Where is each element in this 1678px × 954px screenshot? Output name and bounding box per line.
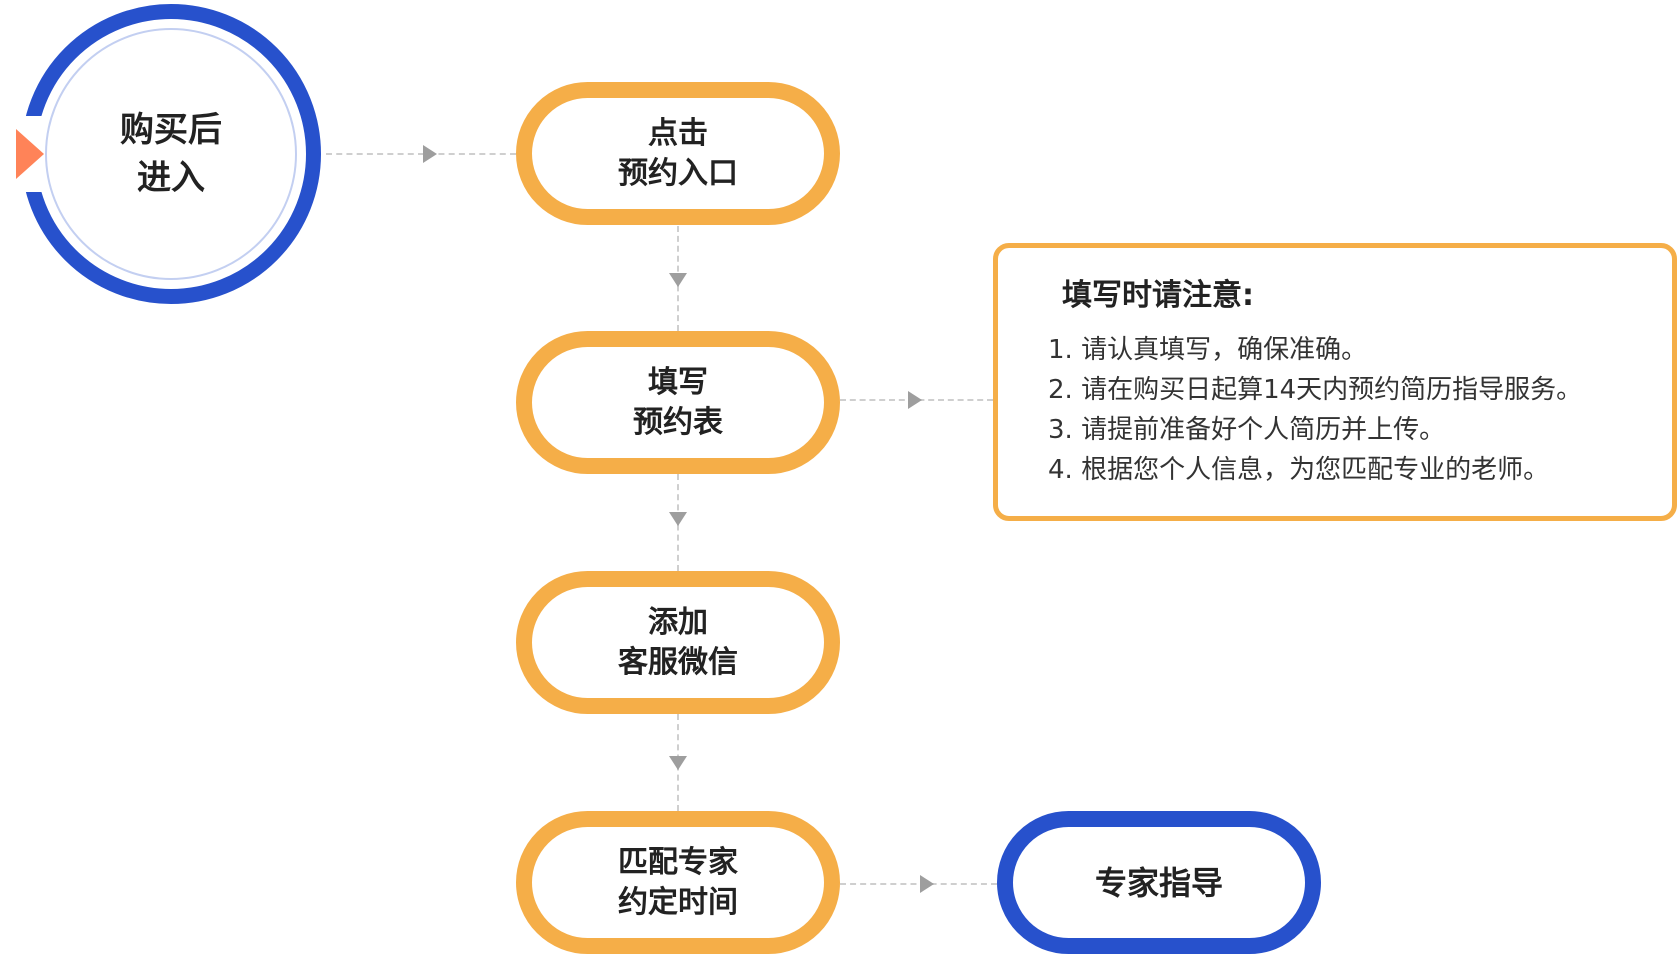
- notes-title: 填写时请注意:: [1062, 278, 1254, 313]
- arrow-down-icon: [669, 273, 687, 287]
- connector-start-step1: [326, 153, 516, 155]
- arrow-right-icon: [920, 875, 934, 893]
- step-match-expert[interactable]: 匹配专家 约定时间: [516, 811, 840, 954]
- end-node-label: 专家指导: [1094, 863, 1223, 902]
- step-add-wechat[interactable]: 添加 客服微信: [516, 571, 840, 714]
- step-label-line1: 点击: [648, 115, 708, 151]
- arrow-right-icon: [423, 145, 437, 163]
- notes-item: 3. 请提前准备好个人简历并上传。: [1048, 415, 1446, 445]
- notes-item: 1. 请认真填写，确保准确。: [1048, 335, 1368, 365]
- start-node-line2: 进入: [137, 158, 205, 198]
- arrow-down-icon: [669, 756, 687, 770]
- arrow-right-icon: [908, 391, 922, 409]
- step-label-line1: 添加: [648, 604, 708, 640]
- notes-item: 2. 请在购买日起算14天内预约简历指导服务。: [1048, 375, 1583, 405]
- notes-panel: 填写时请注意: 1. 请认真填写，确保准确。 2. 请在购买日起算14天内预约简…: [993, 243, 1677, 521]
- step-fill-form[interactable]: 填写 预约表: [516, 331, 840, 474]
- connector-step4-end: [840, 883, 997, 885]
- step-label-line1: 匹配专家: [618, 844, 738, 880]
- start-node-line1: 购买后: [120, 110, 222, 150]
- start-marker-icon: [16, 129, 44, 179]
- step-label-line2: 客服微信: [618, 644, 738, 680]
- start-node[interactable]: 购买后 进入: [45, 28, 297, 280]
- notes-list: 1. 请认真填写，确保准确。 2. 请在购买日起算14天内预约简历指导服务。 3…: [1048, 330, 1582, 490]
- step-click-entry[interactable]: 点击 预约入口: [516, 82, 840, 225]
- step-label-line2: 约定时间: [618, 884, 738, 920]
- step-label-line1: 填写: [648, 364, 708, 400]
- notes-item: 4. 根据您个人信息，为您匹配专业的老师。: [1048, 455, 1550, 485]
- arrow-down-icon: [669, 512, 687, 526]
- step-label-line2: 预约表: [633, 404, 723, 440]
- step-label-line2: 预约入口: [618, 155, 738, 191]
- end-node-expert-guidance[interactable]: 专家指导: [997, 811, 1321, 954]
